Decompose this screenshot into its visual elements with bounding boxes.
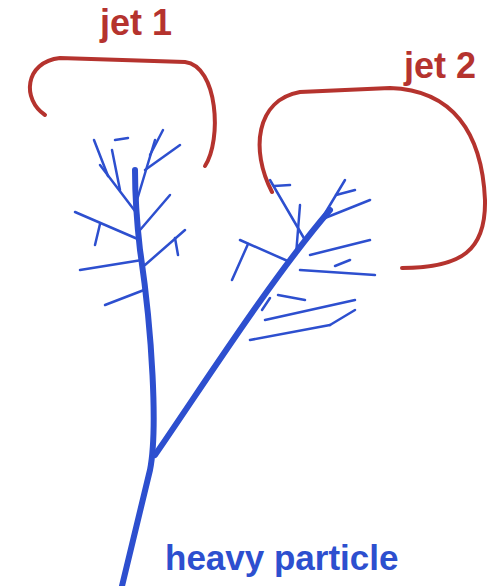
branch-line xyxy=(112,150,120,190)
jet-brackets xyxy=(30,58,485,268)
branch-line xyxy=(262,298,270,310)
branch-line xyxy=(278,295,305,300)
jet-bracket xyxy=(30,58,215,166)
trunk-line xyxy=(155,210,330,455)
jet-label: jet 2 xyxy=(404,48,476,84)
branch-line xyxy=(80,260,142,270)
branch-line xyxy=(105,290,144,305)
trunk-line xyxy=(122,170,154,586)
branch-line xyxy=(140,195,170,230)
branch-line xyxy=(250,325,330,340)
branch-line xyxy=(336,190,355,195)
branch-line xyxy=(318,180,345,225)
branch-line xyxy=(330,310,355,325)
branch-line xyxy=(175,238,178,255)
branch-line xyxy=(325,200,370,218)
branch-line xyxy=(75,212,140,240)
branch-line xyxy=(232,244,248,280)
branch-line xyxy=(95,224,100,245)
branch-line xyxy=(145,230,185,265)
branch-line xyxy=(310,240,370,255)
branch-line xyxy=(94,140,108,176)
branch-line xyxy=(296,205,300,255)
jet-label: jet 1 xyxy=(100,5,172,41)
branch-line xyxy=(145,145,180,170)
shower-tree xyxy=(75,130,375,586)
branch-line xyxy=(115,138,128,140)
branch-line xyxy=(335,260,350,266)
branch-line xyxy=(300,270,375,275)
particle-label: heavy particle xyxy=(165,540,398,575)
jet-bracket xyxy=(260,88,485,268)
branch-line xyxy=(150,130,163,155)
branch-line xyxy=(274,185,290,186)
